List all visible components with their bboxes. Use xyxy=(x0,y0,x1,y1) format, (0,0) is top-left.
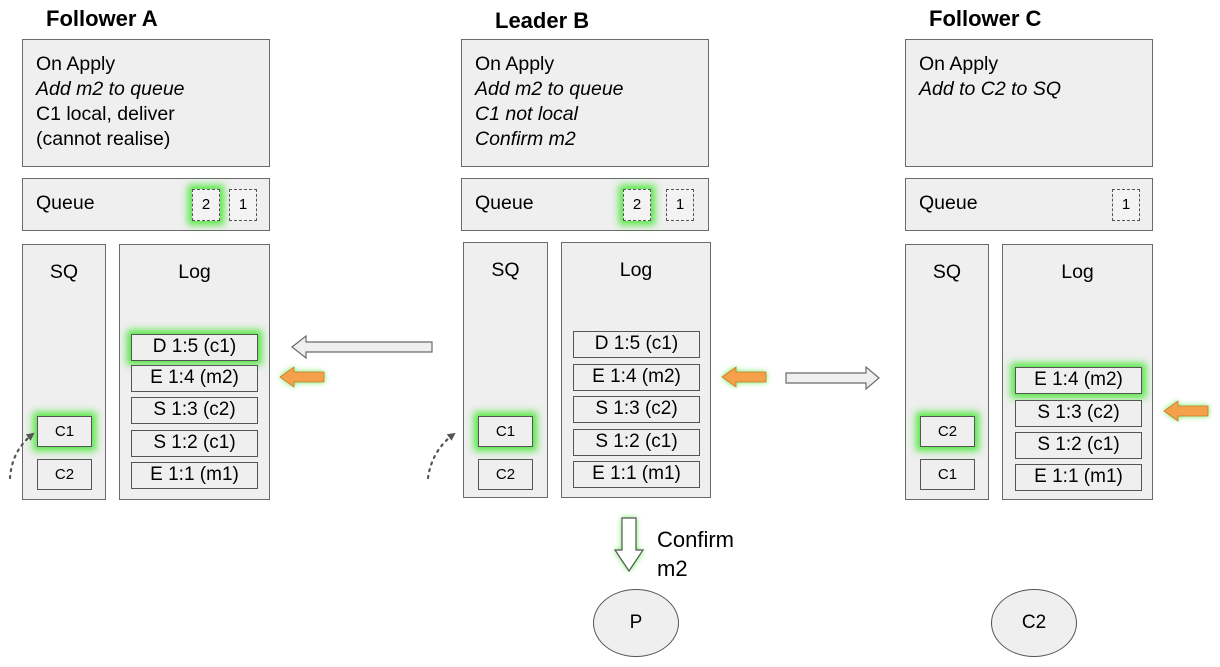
leader-b-sq: SQ C1 C2 xyxy=(463,242,548,498)
sq-item: C1 xyxy=(920,459,975,490)
follower-c-title: Follower C xyxy=(929,6,1042,31)
apply-line: (cannot realise) xyxy=(36,128,171,150)
queue-label: Queue xyxy=(919,192,978,214)
log-entry: S 1:2 (c1) xyxy=(131,430,258,457)
sq-item: C2 xyxy=(37,459,92,490)
leader-b-title: Leader B xyxy=(495,8,590,33)
follower-a-sq: SQ C1 C2 xyxy=(22,244,106,500)
queue-item: 1 xyxy=(229,189,257,221)
pointer-arrow-c xyxy=(1163,400,1209,422)
follower-a-queue: Queue 2 1 xyxy=(22,178,270,231)
log-entry: E 1:4 (m2) xyxy=(573,364,700,391)
sq-item: C1 xyxy=(478,416,533,447)
confirm-label-line: Confirm xyxy=(657,527,735,552)
log-entry: E 1:1 (m1) xyxy=(1015,464,1142,491)
consumer-delivery-arrow-b xyxy=(426,432,456,480)
confirm-down-arrow xyxy=(613,517,645,573)
leader-b-apply-box: On Apply Add m2 to queue C1 not local Co… xyxy=(461,39,709,167)
consumer-label: C2 xyxy=(1021,612,1047,633)
confirm-label-line: m2 xyxy=(657,556,688,581)
sq-header: SQ xyxy=(491,259,520,281)
consumer-node: C2 xyxy=(991,589,1077,657)
follower-a-log: Log D 1:5 (c1) E 1:4 (m2) S 1:3 (c2) S 1… xyxy=(119,244,270,500)
log-entry: S 1:3 (c2) xyxy=(131,397,258,424)
apply-line: On Apply xyxy=(36,53,116,75)
log-header: Log xyxy=(178,261,211,283)
log-entry: S 1:2 (c1) xyxy=(573,429,700,456)
apply-line: Add m2 to queue xyxy=(36,78,185,100)
sq-item: C2 xyxy=(920,416,975,447)
log-header: Log xyxy=(1061,261,1094,283)
confirm-label: Confirm m2 xyxy=(657,525,734,583)
log-entry: D 1:5 (c1) xyxy=(131,334,258,361)
follower-a-apply-box: On Apply Add m2 to queue C1 local, deliv… xyxy=(22,39,270,167)
apply-line: Add m2 to queue xyxy=(475,78,624,100)
apply-line: C1 local, deliver xyxy=(36,103,175,125)
sq-header: SQ xyxy=(49,261,79,283)
log-entry: D 1:5 (c1) xyxy=(573,331,700,358)
apply-line: Confirm m2 xyxy=(475,128,576,150)
log-entry: S 1:3 (c2) xyxy=(1015,400,1142,427)
log-entry: E 1:1 (m1) xyxy=(131,462,258,489)
publisher-label: P xyxy=(629,612,643,633)
apply-line: C1 not local xyxy=(475,103,578,125)
log-entry: E 1:4 (m2) xyxy=(1015,367,1142,394)
leader-b-queue: Queue 2 1 xyxy=(461,178,709,231)
follower-c-sq: SQ C2 C1 xyxy=(905,244,989,500)
sq-header: SQ xyxy=(932,261,962,283)
queue-label: Queue xyxy=(36,192,95,214)
follower-c-log: Log E 1:4 (m2) S 1:3 (c2) S 1:2 (c1) E 1… xyxy=(1002,244,1153,500)
pointer-arrow-a xyxy=(279,366,325,388)
log-entry: E 1:1 (m1) xyxy=(573,461,700,488)
queue-item: 2 xyxy=(623,189,651,221)
log-header: Log xyxy=(619,259,653,281)
log-entry: S 1:3 (c2) xyxy=(573,396,700,423)
consumer-delivery-arrow-a xyxy=(8,432,35,480)
replication-arrow-right xyxy=(785,365,880,391)
queue-item: 2 xyxy=(192,189,220,221)
leader-b-log: Log D 1:5 (c1) E 1:4 (m2) S 1:3 (c2) S 1… xyxy=(561,242,711,498)
queue-label: Queue xyxy=(475,192,534,214)
sq-item: C2 xyxy=(478,459,533,490)
follower-c-apply-box: On Apply Add to C2 to SQ xyxy=(905,39,1153,167)
follower-a-title: Follower A xyxy=(46,6,158,31)
follower-c-queue: Queue 1 xyxy=(905,178,1153,231)
log-entry: E 1:4 (m2) xyxy=(131,365,258,392)
replication-arrow-left xyxy=(291,334,433,360)
log-entry: S 1:2 (c1) xyxy=(1015,432,1142,459)
apply-line: On Apply xyxy=(919,53,999,75)
pointer-arrow-b xyxy=(721,366,767,388)
queue-item: 1 xyxy=(1112,189,1140,221)
apply-line: On Apply xyxy=(475,53,555,75)
apply-line: Add to C2 to SQ xyxy=(919,78,1061,100)
sq-item: C1 xyxy=(37,416,92,447)
publisher-node: P xyxy=(593,589,679,657)
queue-item: 1 xyxy=(666,189,694,221)
